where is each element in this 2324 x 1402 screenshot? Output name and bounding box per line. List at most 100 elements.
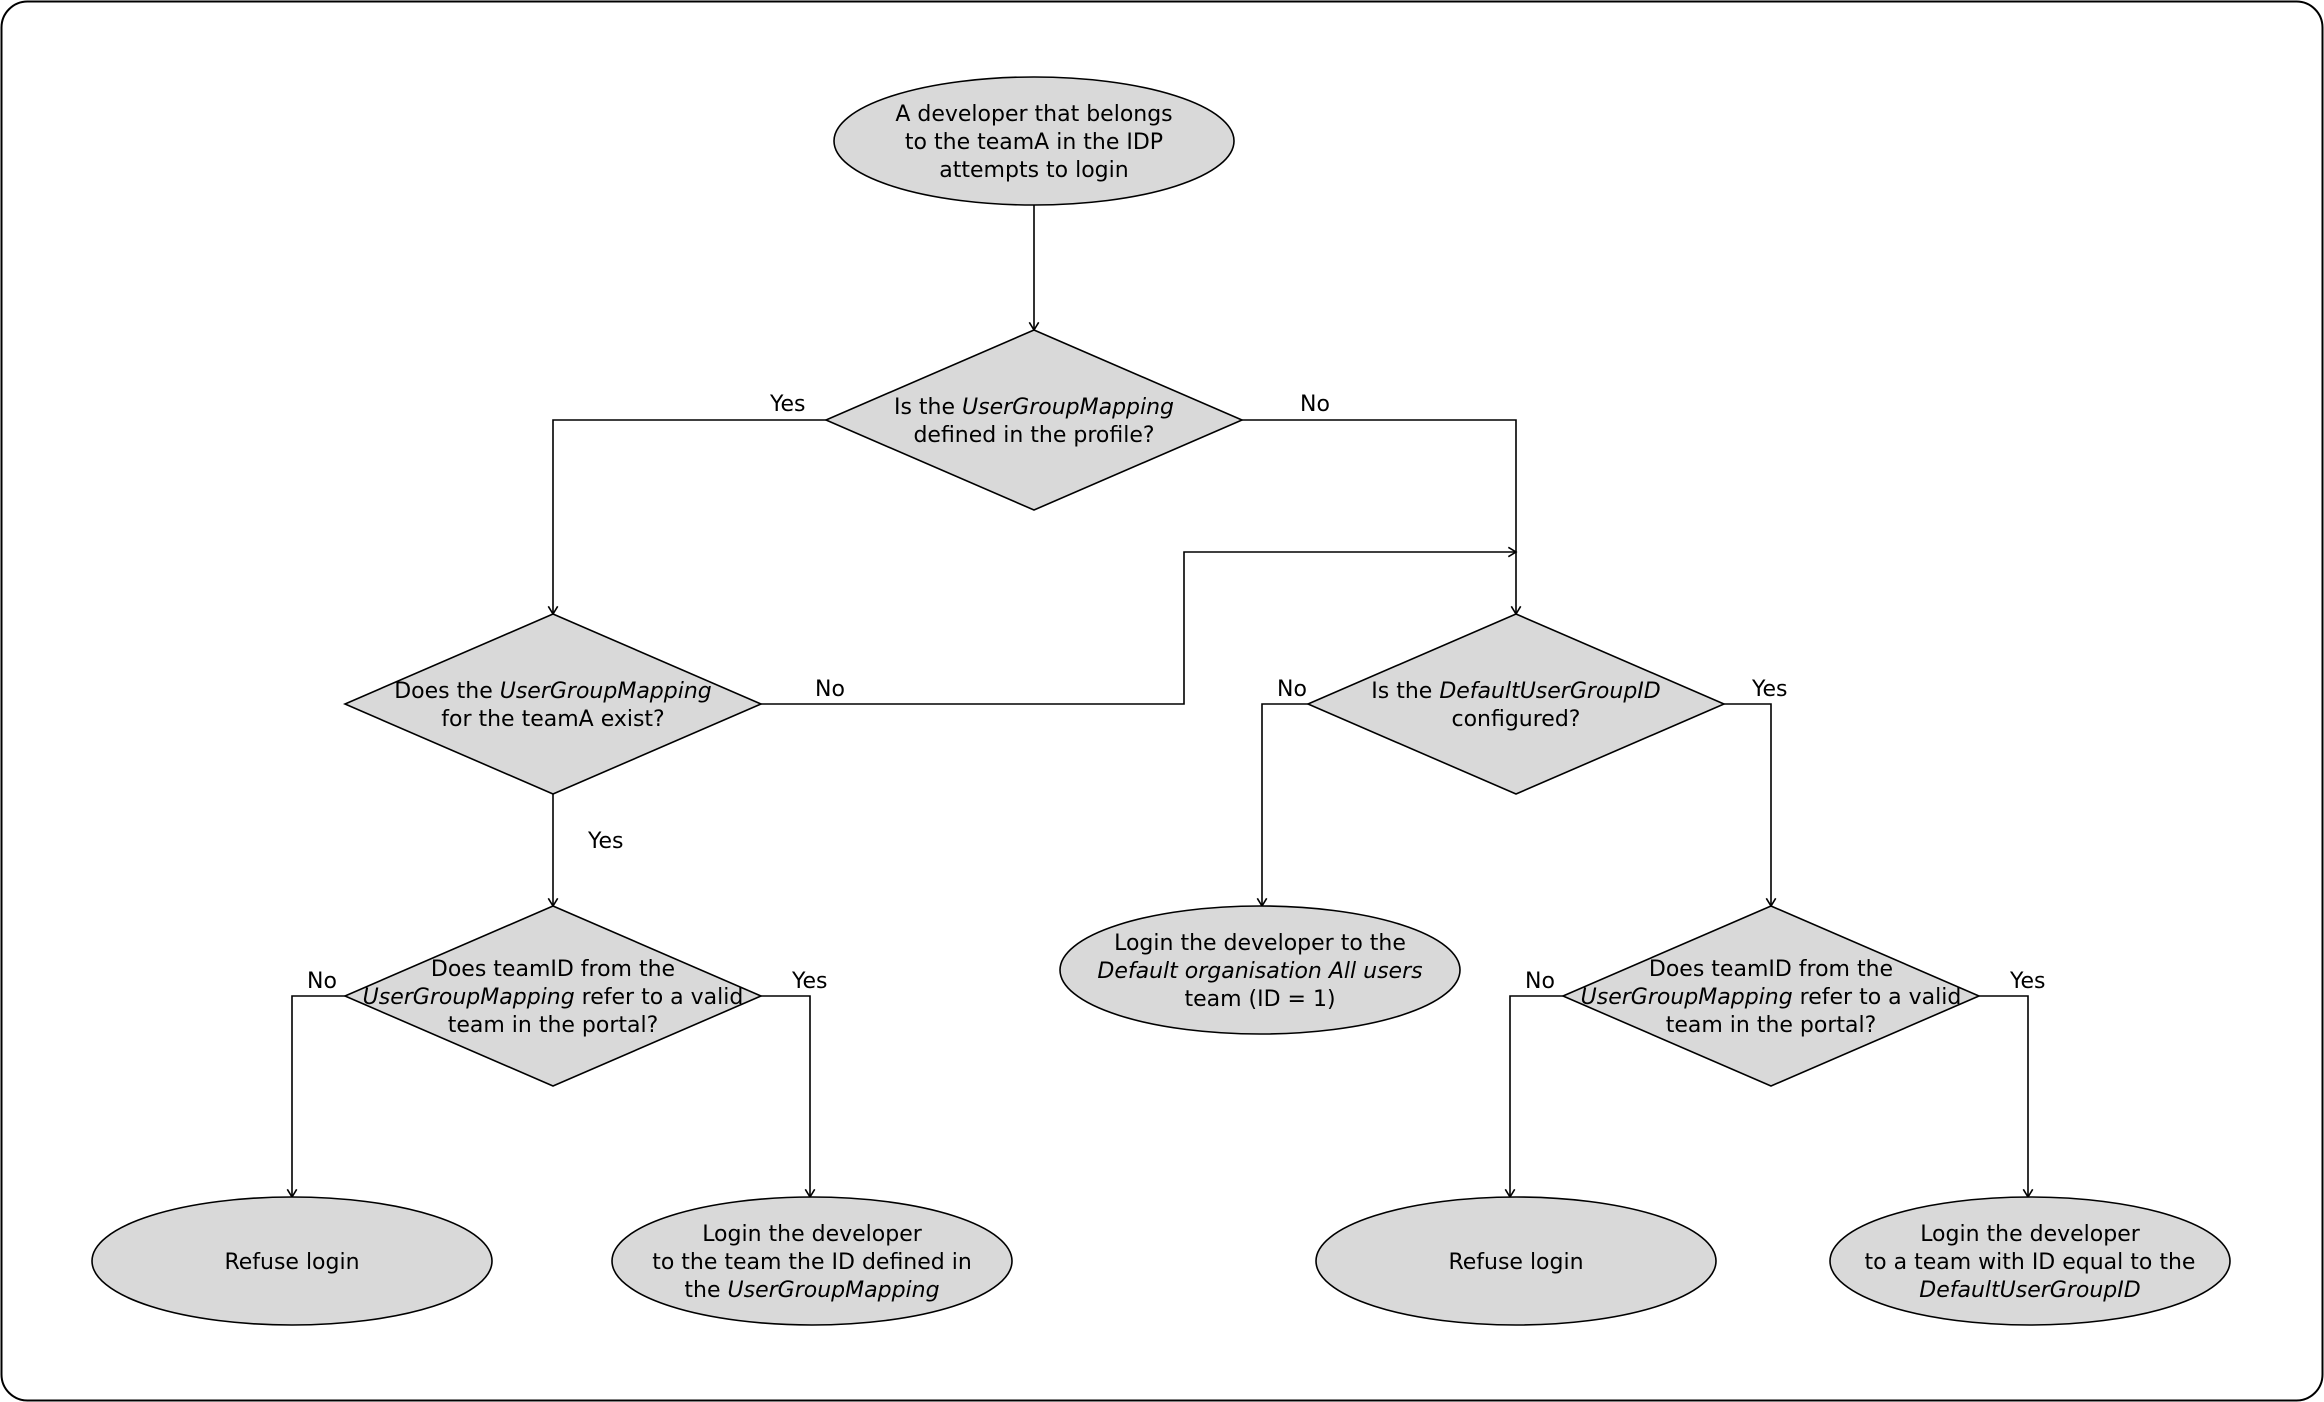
edge-label-q_valid_team_right-to-refuse_right: No (1525, 969, 1555, 994)
node-text-line: Is the UserGroupMapping (894, 395, 1174, 420)
node-text-span: refer to a valid (575, 985, 744, 1010)
edge-label-q_mapping_exists-to-q_valid_team_left: Yes (587, 829, 624, 854)
node-text-line: Default organisation All users (1097, 959, 1422, 984)
node-text-line: configured? (1451, 707, 1580, 732)
node-text-italic: UserGroupMapping (728, 1278, 940, 1303)
terminal-shape (833, 76, 1235, 206)
node-text-line: for the teamA exist? (441, 707, 665, 732)
node-text-span: team (ID = 1) (1184, 987, 1335, 1012)
node-text-italic: DefaultUserGroupID (1919, 1278, 2140, 1303)
node-text-span: Refuse login (224, 1250, 359, 1275)
node-text-span: Login the developer to the (1114, 931, 1406, 956)
node-text-span: defined in the profile? (913, 423, 1154, 448)
terminal-shape (611, 1196, 1013, 1326)
arrowhead-q_mapping_exists-to-q_default_configured (1507, 546, 1518, 558)
node-text-line: Refuse login (1448, 1250, 1583, 1275)
edge-q_valid_team_right-to-refuse_right (1509, 995, 1563, 1197)
edge-label-q_valid_team_right-to-login_default_id: Yes (2009, 969, 2046, 994)
edge-label-q_mapping_exists-to-q_default_configured: No (815, 677, 845, 702)
node-text-italic: UserGroupMapping (500, 679, 712, 704)
terminal-shape (1829, 1196, 2231, 1326)
node-text-line: team in the portal? (1666, 1013, 1877, 1038)
node-text-span: the (684, 1278, 727, 1303)
node-text-span: for the teamA exist? (441, 707, 665, 732)
edge-label-q_mapping_defined-to-q_default_configured: No (1300, 392, 1330, 417)
edge-q_valid_team_left-to-login_mapping_team (761, 995, 811, 1197)
edge-q_default_configured-to-login_default_org (1261, 703, 1308, 906)
node-login_mapping_team: Login the developer to the team the ID de… (611, 1196, 1013, 1326)
edge-q_valid_team_left-to-refuse_left (291, 995, 345, 1197)
decision-shape (823, 329, 1245, 511)
edge-q_default_configured-to-q_valid_team_right (1724, 703, 1772, 906)
node-text-line: defined in the profile? (913, 423, 1154, 448)
node-text-line: the UserGroupMapping (684, 1278, 939, 1303)
node-text-span: team in the portal? (1666, 1013, 1877, 1038)
node-q_default_configured: Is the DefaultUserGroupID configured? (1305, 613, 1727, 795)
node-text-line: team (ID = 1) (1184, 987, 1335, 1012)
nodes-layer: A developer that belongs to the teamA in … (91, 76, 2231, 1326)
edge-q_mapping_defined-to-q_mapping_exists (552, 419, 826, 614)
terminal-shape (91, 1196, 493, 1326)
node-text-line: DefaultUserGroupID (1919, 1278, 2140, 1303)
edge-q_mapping_exists-to-q_default_configured (761, 551, 1516, 705)
node-text-line: to the team the ID defined in (652, 1250, 972, 1275)
edge-label-q_mapping_defined-to-q_mapping_exists: Yes (769, 392, 806, 417)
node-text-span: team in the portal? (448, 1013, 659, 1038)
node-text-line: Login the developer to the (1114, 931, 1406, 956)
node-q_mapping_defined: Is the UserGroupMapping defined in the pr… (823, 329, 1245, 511)
node-text-span: Does the (394, 679, 500, 704)
node-text-italic: UserGroupMapping (1581, 985, 1793, 1010)
node-text-span: Refuse login (1448, 1250, 1583, 1275)
node-text-span: Login the developer (1920, 1222, 2141, 1247)
node-text-line: Is the DefaultUserGroupID (1371, 679, 1660, 704)
node-text-span: Does teamID from the (431, 957, 675, 982)
edge-label-q_default_configured-to-login_default_org: No (1277, 677, 1307, 702)
node-text-line: attempts to login (939, 158, 1128, 183)
node-text-span: to a team with ID equal to the (1865, 1250, 2196, 1275)
node-text-span: Is the (1371, 679, 1439, 704)
node-text-line: Does teamID from the (1649, 957, 1893, 982)
node-text-line: Login the developer (702, 1222, 923, 1247)
terminal-shape (1059, 905, 1461, 1035)
node-refuse_right: Refuse login (1315, 1196, 1717, 1326)
edge-label-q_default_configured-to-q_valid_team_right: Yes (1751, 677, 1788, 702)
edge-q_valid_team_right-to-login_default_id (1979, 995, 2029, 1197)
node-login_default_id: Login the developer to a team with ID equ… (1829, 1196, 2231, 1326)
node-text-line: UserGroupMapping refer to a valid (1581, 985, 1962, 1010)
node-text-line: Does the UserGroupMapping (394, 679, 712, 704)
decision-shape (1560, 905, 1982, 1087)
node-q_mapping_exists: Does the UserGroupMapping for the teamA e… (342, 613, 764, 795)
node-text-span: Login the developer (702, 1222, 923, 1247)
node-text-italic: UserGroupMapping (962, 395, 1174, 420)
node-text-span: to the team the ID defined in (652, 1250, 972, 1275)
decision-shape (1305, 613, 1727, 795)
node-text-line: Does teamID from the (431, 957, 675, 982)
node-text-line: to the teamA in the IDP (905, 130, 1163, 155)
node-text-span: configured? (1451, 707, 1580, 732)
node-text-line: Login the developer (1920, 1222, 2141, 1247)
node-text-span: to the teamA in the IDP (905, 130, 1163, 155)
node-text-line: UserGroupMapping refer to a valid (363, 985, 744, 1010)
node-text-span: A developer that belongs (895, 102, 1172, 127)
node-refuse_left: Refuse login (91, 1196, 493, 1326)
node-text-line: A developer that belongs (895, 102, 1172, 127)
node-text-span: Does teamID from the (1649, 957, 1893, 982)
node-text-span: refer to a valid (1793, 985, 1962, 1010)
edge-q_mapping_defined-to-q_default_configured (1242, 419, 1517, 614)
node-text-line: Refuse login (224, 1250, 359, 1275)
edge-label-q_valid_team_left-to-login_mapping_team: Yes (791, 969, 828, 994)
node-text-line: team in the portal? (448, 1013, 659, 1038)
terminal-shape (1315, 1196, 1717, 1326)
node-text-italic: UserGroupMapping (363, 985, 575, 1010)
edges-layer (286, 205, 2034, 1199)
node-text-span: attempts to login (939, 158, 1128, 183)
decision-shape (342, 905, 764, 1087)
node-start: A developer that belongs to the teamA in … (833, 76, 1235, 206)
node-text-italic: Default organisation All users (1097, 959, 1422, 984)
